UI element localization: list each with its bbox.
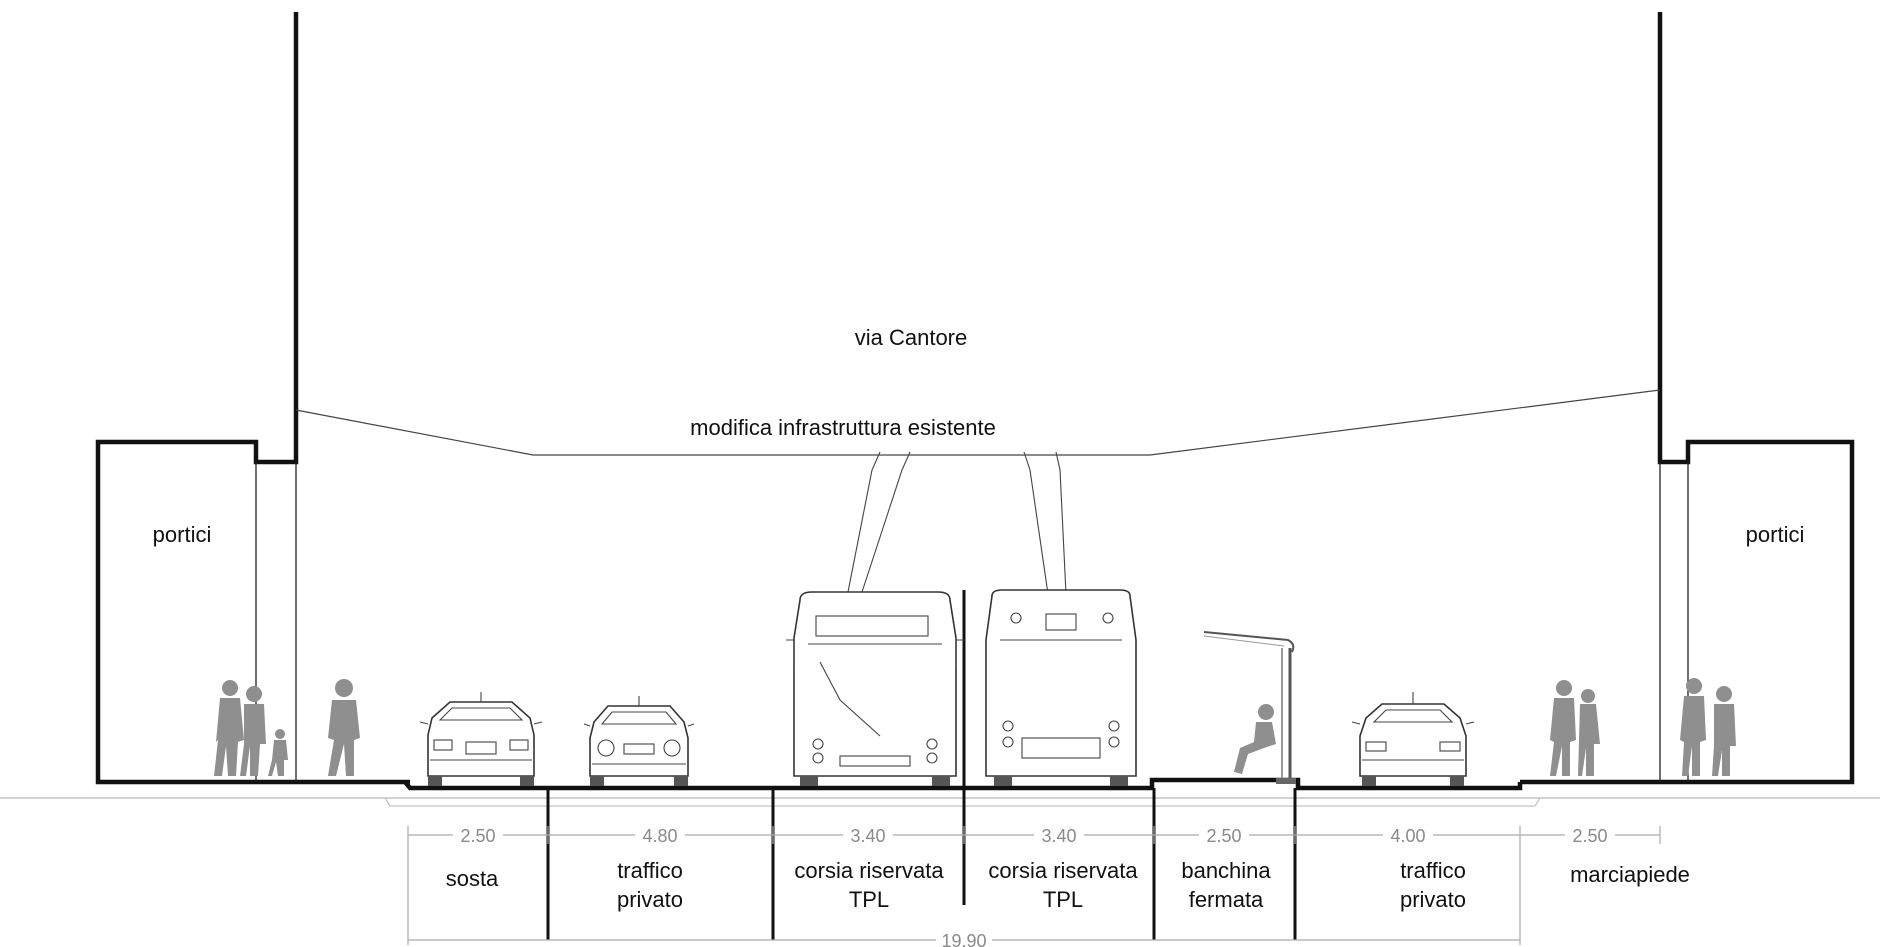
lane-name-sosta: sosta: [446, 866, 499, 891]
lane-names: sosta traffico privato corsia riservata …: [446, 858, 1690, 912]
lane-separators: [546, 788, 1297, 940]
overhead-wire: [295, 389, 1661, 456]
street-name: via Cantore: [855, 325, 968, 350]
lane-name-traffico-2b: privato: [1400, 887, 1466, 912]
seated-passenger: [1234, 704, 1276, 774]
overhead-note: modifica infrastruttura esistente: [690, 415, 996, 440]
building-left: [95, 12, 410, 785]
portico-left-label: portici: [153, 522, 212, 547]
private-car-right: [1351, 692, 1475, 786]
ground-line: [0, 797, 1880, 807]
pedestrians-right-portico: [1680, 678, 1736, 776]
lane-width-1: 2.50: [460, 826, 495, 846]
pedestrians-left-portico: [214, 680, 288, 776]
lane-width-6: 4.00: [1390, 826, 1425, 846]
total-width: 19.90: [941, 931, 986, 947]
lane-width-2: 4.80: [642, 826, 677, 846]
building-right: [1520, 12, 1855, 785]
private-car-left: [583, 696, 695, 786]
lane-width-7: 2.50: [1572, 826, 1607, 846]
lane-width-5: 2.50: [1206, 826, 1241, 846]
road-surface: [403, 777, 1523, 791]
lane-name-banchina-a: banchina: [1181, 858, 1271, 883]
lane-name-tpl-2b: TPL: [1043, 887, 1083, 912]
lane-name-traffico-1b: privato: [617, 887, 683, 912]
bus-stop-pole: [1203, 631, 1296, 784]
lane-name-tpl-1a: corsia riservata: [794, 858, 944, 883]
parked-car: [419, 692, 543, 786]
lane-name-traffico-2a: traffico: [1400, 858, 1466, 883]
trolleybus-right: [985, 451, 1137, 786]
lane-name-tpl-1b: TPL: [849, 887, 889, 912]
pedestrian-walking-left: [328, 679, 360, 776]
lane-name-marciapiede: marciapiede: [1570, 862, 1690, 887]
lane-width-3: 3.40: [850, 826, 885, 846]
trolleybus-left: [786, 451, 964, 786]
portico-right-label: portici: [1746, 522, 1805, 547]
pedestrians-right-sidewalk: [1550, 680, 1600, 776]
lane-name-tpl-2a: corsia riservata: [988, 858, 1138, 883]
lane-name-banchina-b: fermata: [1189, 887, 1264, 912]
lane-widths: 2.50 4.80 3.40 3.40 2.50 4.00 2.50 19.90: [453, 822, 1615, 947]
lane-width-4: 3.40: [1041, 826, 1076, 846]
lane-name-traffico-1a: traffico: [617, 858, 683, 883]
